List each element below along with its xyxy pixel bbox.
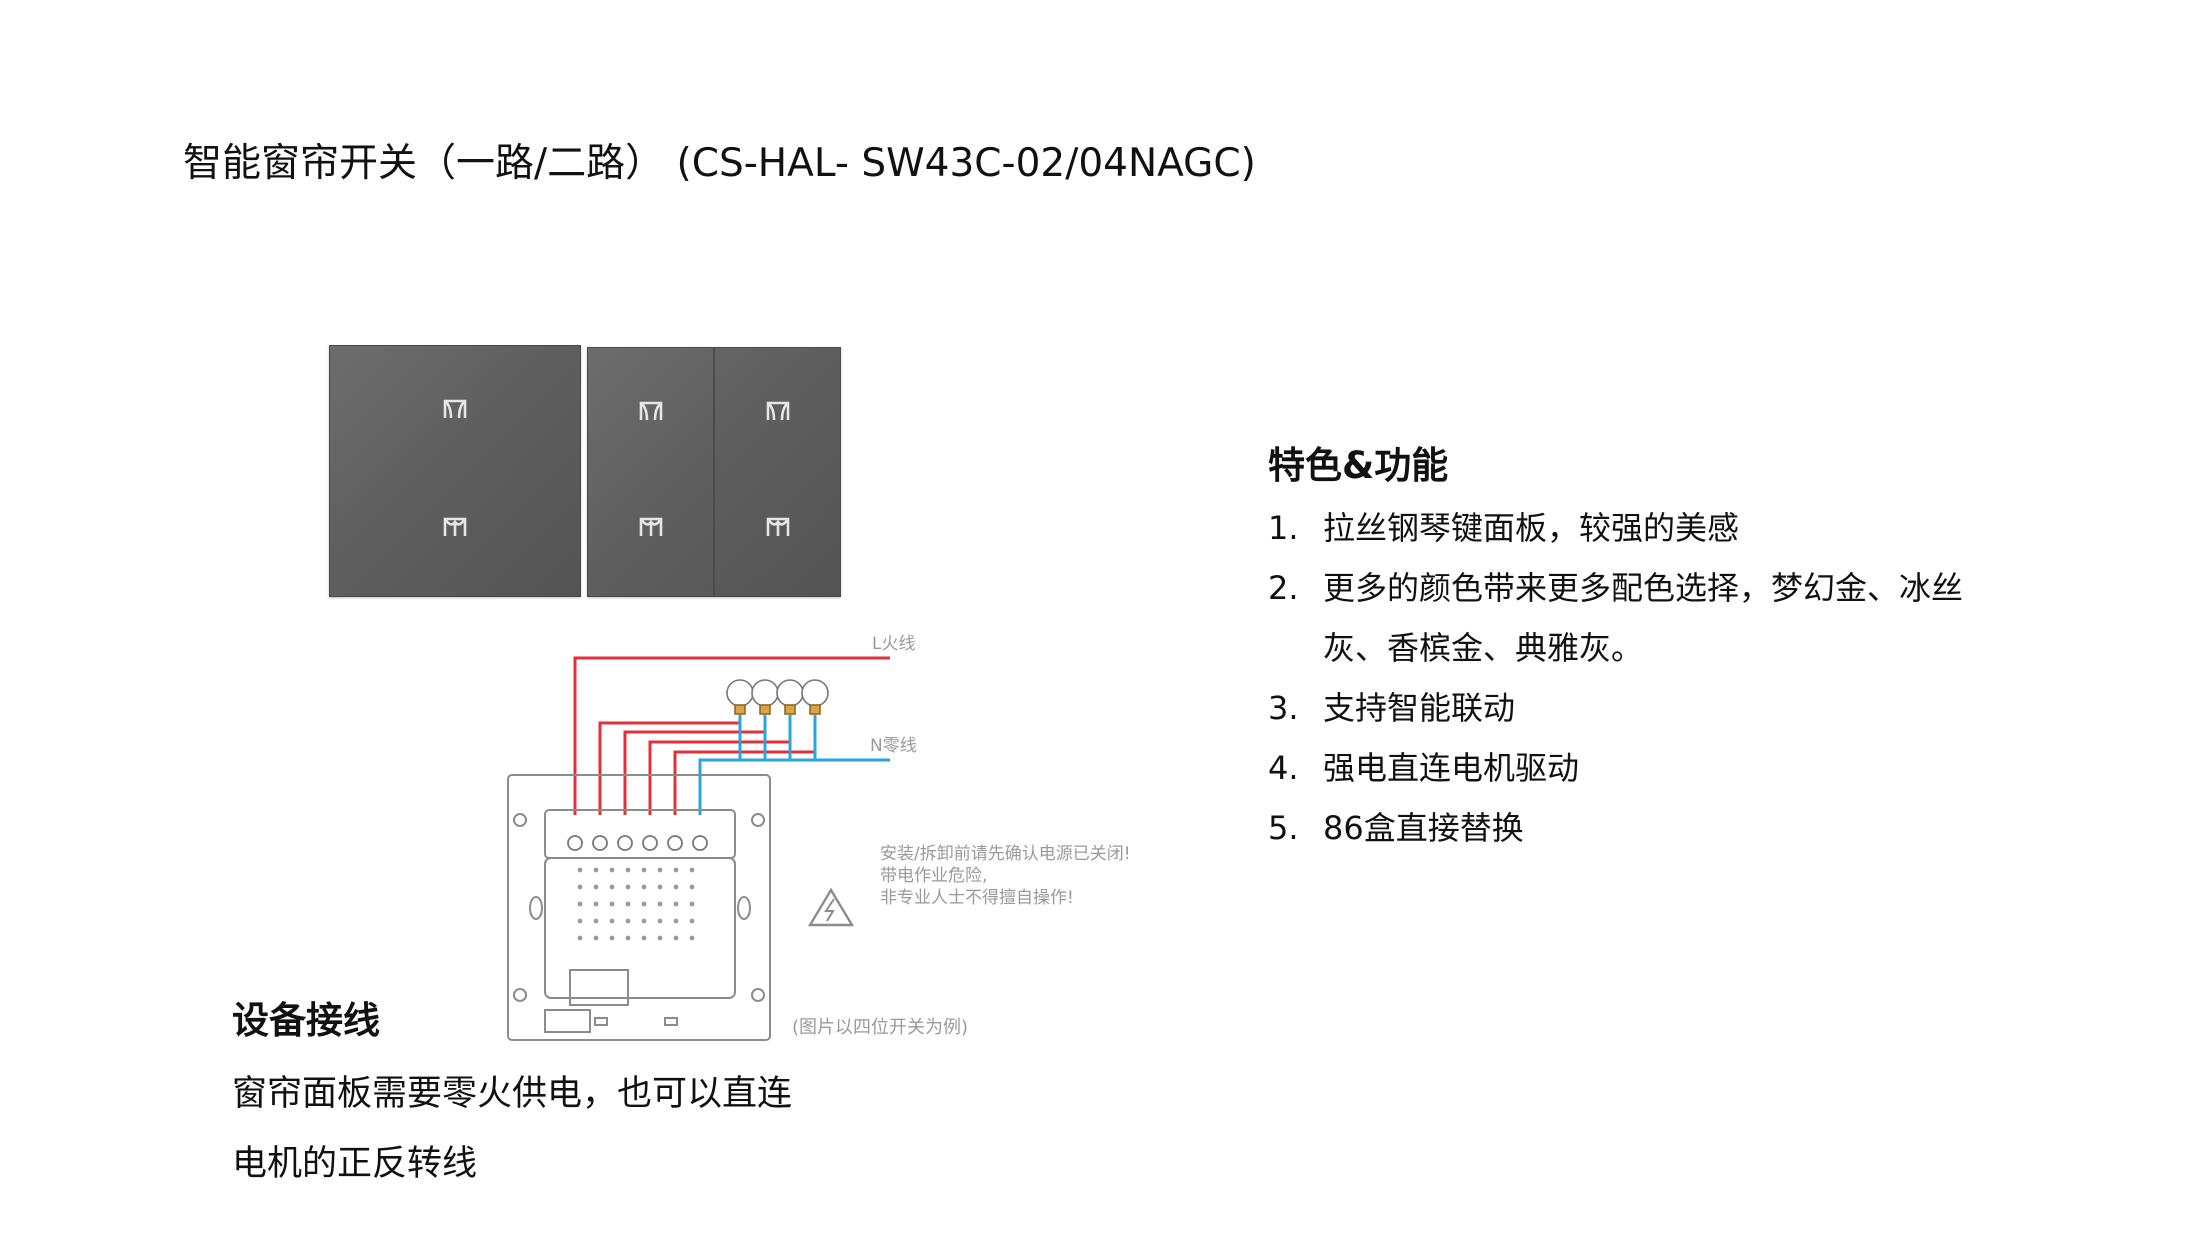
warning-line-2: 带电作业危险, xyxy=(880,866,988,886)
curtain-open-icon xyxy=(442,396,468,422)
wiring-section-body: 窗帘面板需要零火供电，也可以直连电机的正反转线 xyxy=(232,1074,793,1184)
feature-item: 1. 拉丝钢琴键面板，较强的美感 xyxy=(1268,498,2068,558)
live-wire-label: L火线 xyxy=(872,634,916,654)
curtain-close-icon xyxy=(442,514,468,540)
feature-item: 3. 支持智能联动 xyxy=(1268,678,2068,738)
page-title: 智能窗帘开关（一路/二路） (CS-HAL- SW43C-02/04NAGC) xyxy=(183,141,1256,186)
warning-line-3: 非专业人士不得擅自操作! xyxy=(880,888,1074,908)
feature-text: 强电直连电机驱动 xyxy=(1323,749,1580,787)
neutral-wires xyxy=(698,715,890,815)
wiring-section-title: 设备接线 xyxy=(232,999,380,1042)
curtain-open-icon xyxy=(638,398,664,424)
wiring-diagram-graphic xyxy=(507,656,890,1041)
neutral-wire-label: N零线 xyxy=(870,736,917,756)
switch-back-plate xyxy=(507,774,771,1041)
wiring-diagram: L火线 N零线 安装/拆卸前请先确认电源已关闭! 带电作业危险, 非专业人士不得… xyxy=(500,625,1220,1055)
warning-icon xyxy=(807,887,855,927)
features-list: 1. 拉丝钢琴键面板，较强的美感 2. 更多的颜色带来更多配色选择，梦幻金、冰丝… xyxy=(1268,498,2068,858)
feature-item: 4. 强电直连电机驱动 xyxy=(1268,738,2068,798)
feature-text: 更多的颜色带来更多配色选择，梦幻金、冰丝灰、香槟金、典雅灰。 xyxy=(1323,569,1964,667)
feature-item: 5. 86盒直接替换 xyxy=(1268,798,2068,858)
curtain-close-icon xyxy=(765,514,791,540)
feature-number: 4. xyxy=(1268,749,1299,787)
feature-item: 2. 更多的颜色带来更多配色选择，梦幻金、冰丝灰、香槟金、典雅灰。 xyxy=(1268,558,2068,678)
feature-text: 拉丝钢琴键面板，较强的美感 xyxy=(1323,509,1740,547)
panel-divider xyxy=(713,348,715,596)
feature-text: 86盒直接替换 xyxy=(1323,809,1524,847)
feature-number: 5. xyxy=(1268,809,1299,847)
bulb-icons xyxy=(726,679,829,715)
feature-number: 1. xyxy=(1268,509,1299,547)
switch-panel-one-gang xyxy=(329,345,581,597)
feature-number: 2. xyxy=(1268,569,1299,607)
feature-text: 支持智能联动 xyxy=(1323,689,1516,727)
terminals xyxy=(567,835,708,851)
feature-number: 3. xyxy=(1268,689,1299,727)
switch-panel-two-gang xyxy=(587,347,841,597)
circuit-dots xyxy=(577,867,695,941)
live-wires xyxy=(573,656,890,815)
warning-line-1: 安装/拆卸前请先确认电源已关闭! xyxy=(880,844,1131,864)
curtain-open-icon xyxy=(765,398,791,424)
features-section: 特色&功能 1. 拉丝钢琴键面板，较强的美感 2. 更多的颜色带来更多配色选择，… xyxy=(1268,440,2068,858)
curtain-close-icon xyxy=(638,514,664,540)
diagram-caption: (图片以四位开关为例) xyxy=(792,1017,969,1038)
features-title: 特色&功能 xyxy=(1268,444,1449,487)
wiring-section: 设备接线 窗帘面板需要零火供电，也可以直连电机的正反转线 xyxy=(232,995,852,1199)
